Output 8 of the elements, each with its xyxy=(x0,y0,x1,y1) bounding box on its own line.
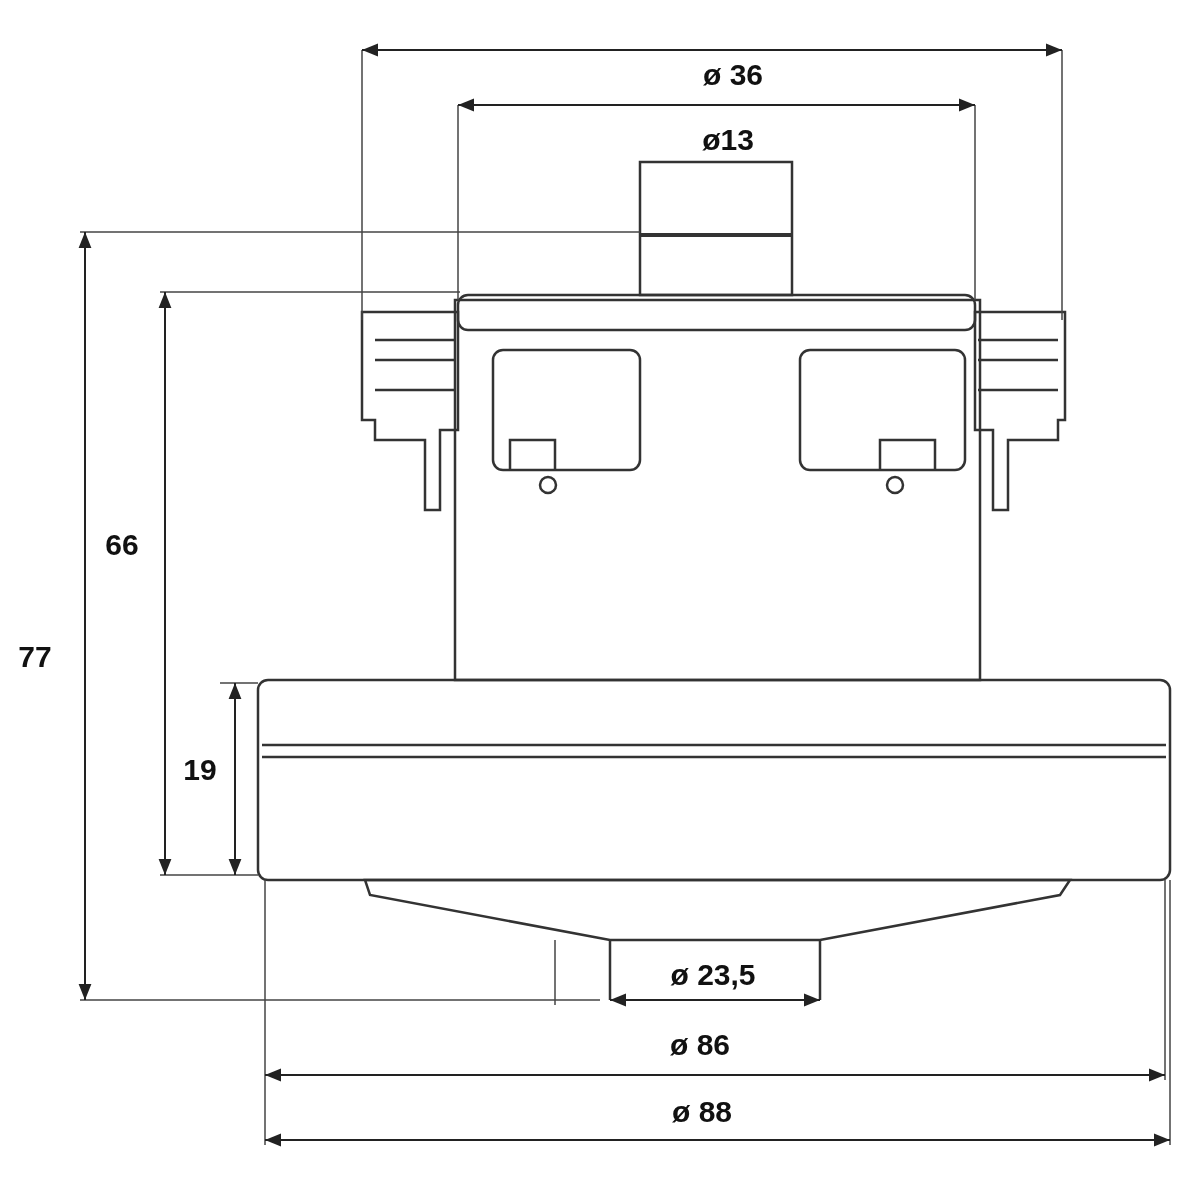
dimension-label: 66 xyxy=(105,530,139,560)
dimension-label: ø 88 xyxy=(672,1097,732,1127)
dimension-label: 19 xyxy=(183,755,217,785)
dimension-label: ø 23,5 xyxy=(670,960,756,990)
dimension-label: 77 xyxy=(18,642,52,672)
dimension-label: ø13 xyxy=(702,125,754,155)
dimension-label: ø 36 xyxy=(703,60,763,90)
dimension-label: ø 86 xyxy=(670,1030,730,1060)
